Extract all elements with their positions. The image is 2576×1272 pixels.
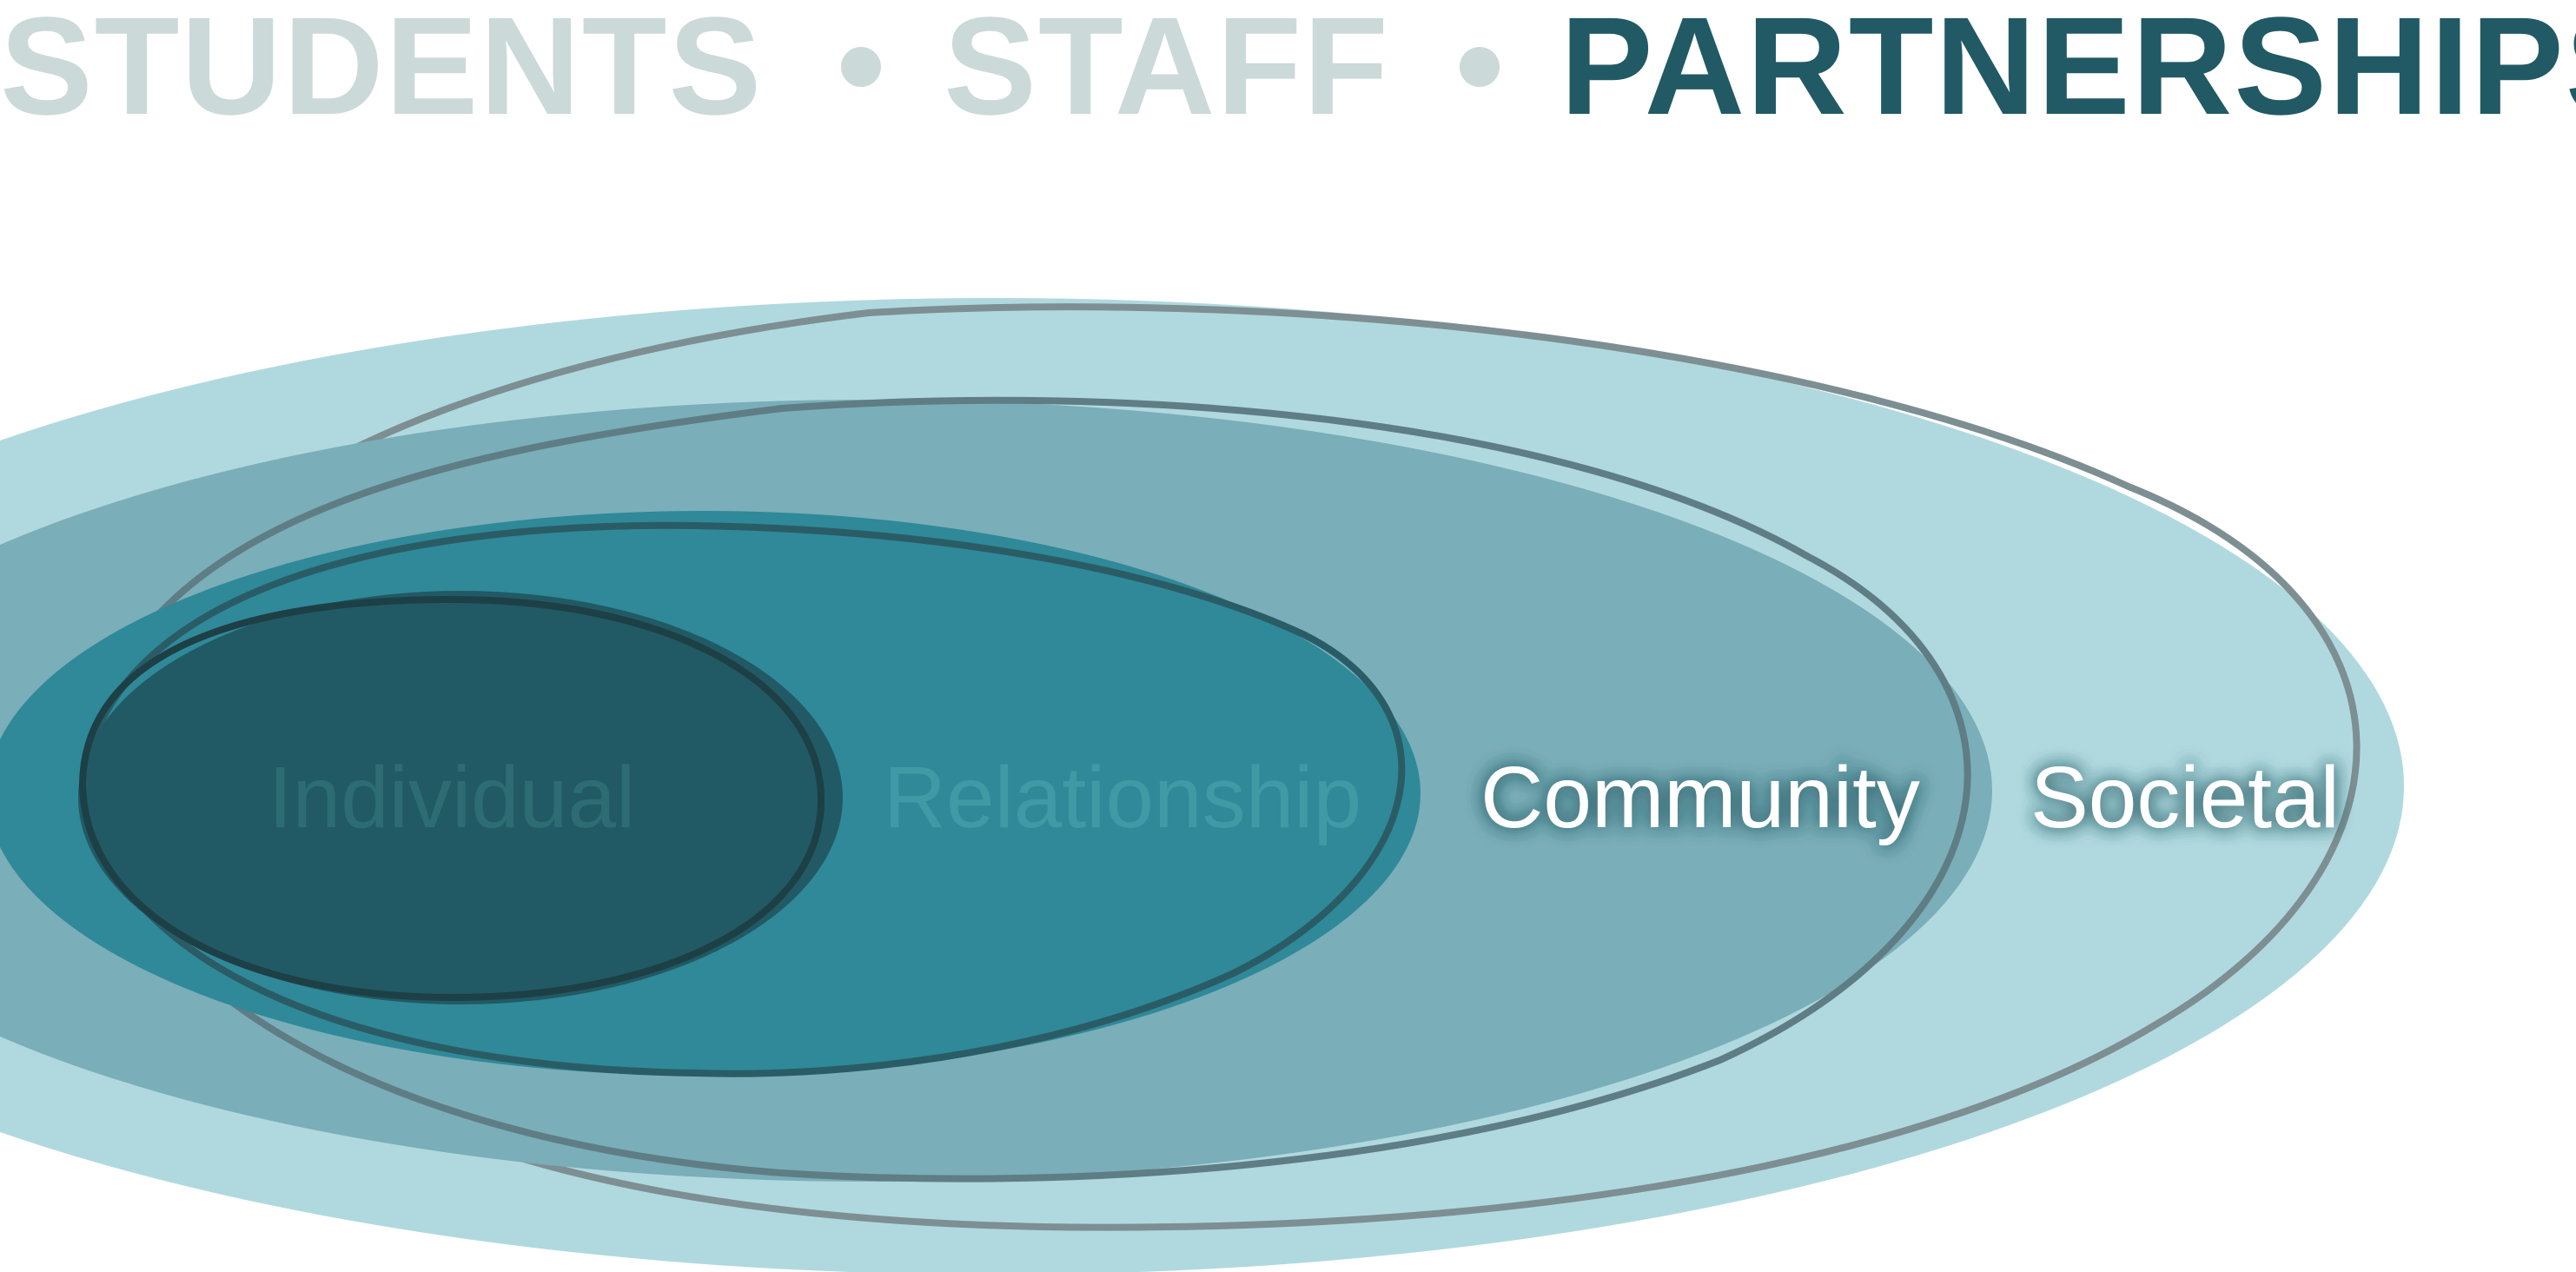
label-individual: Individual (268, 749, 636, 846)
ring-outline (78, 595, 825, 1002)
ring-outline (78, 396, 1971, 1183)
label-community: Community (1480, 749, 1920, 846)
level-individual (78, 591, 843, 1004)
ring-outline (78, 521, 1406, 1077)
header-word-partnerships: PARTNERSHIPS (1560, 0, 2576, 143)
header-separator-dot (841, 47, 882, 87)
ring-fill (78, 591, 843, 1004)
header-separator-dot (1459, 47, 1500, 87)
header-word-staff: STAFF (944, 0, 1390, 143)
ring-outline (78, 303, 2361, 1231)
label-societal: Societal (2030, 749, 2340, 846)
label-relationship: Relationship (884, 749, 1361, 846)
header-word-students: STUDENTS (0, 0, 764, 143)
